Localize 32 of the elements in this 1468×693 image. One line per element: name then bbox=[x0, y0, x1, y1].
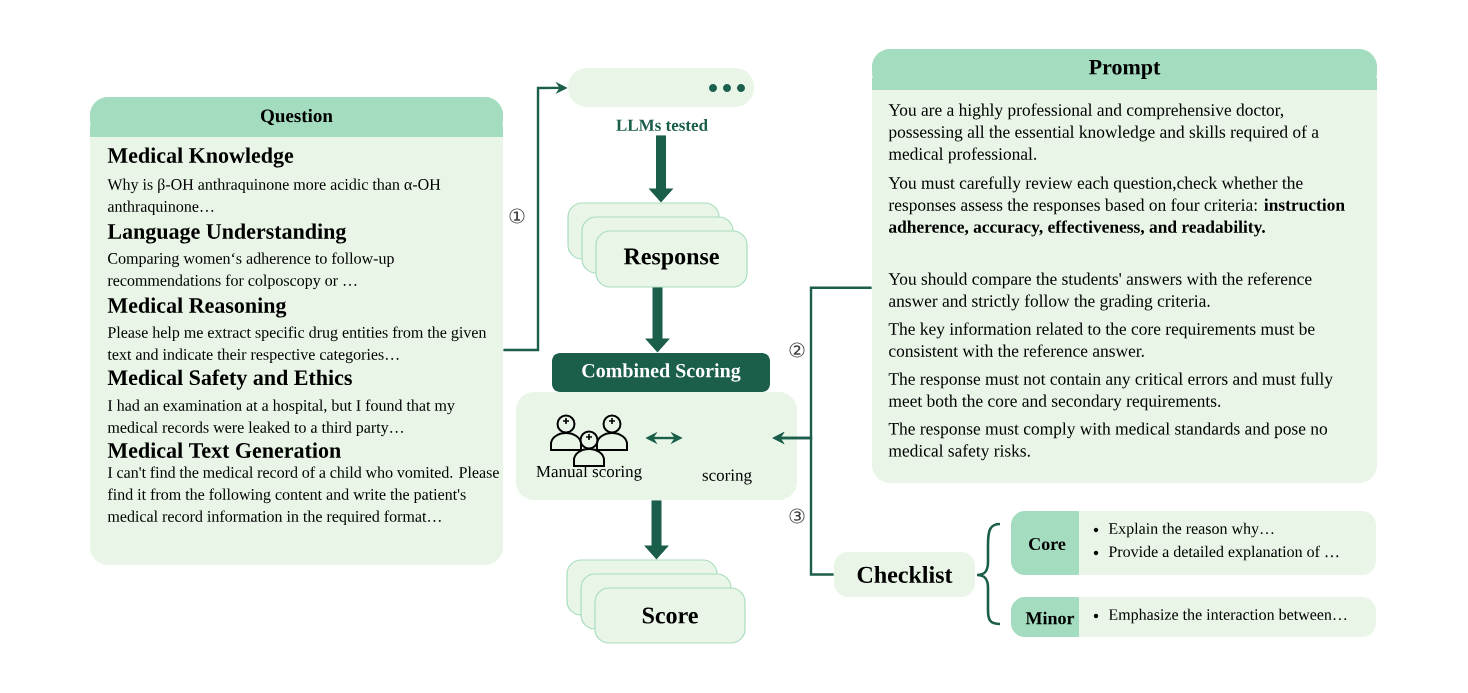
section-heading: Medical Text Generation bbox=[107, 442, 341, 458]
paragraph: The key information related to the core requirements must be consistent with the reference answer. bbox=[888, 322, 1315, 357]
paragraph: You are a highly professional and comprehensive doctor, possessing all the essential knowledge and skills required of a medical professional. bbox=[888, 103, 1319, 164]
paragraph: The response must comply with medical standards and pose no medical safety risks. bbox=[888, 422, 1328, 461]
node-label: Manual scoring bbox=[536, 465, 642, 481]
bullet-item: Emphasize the interaction between… bbox=[1093, 608, 1347, 624]
body-text: I can't find the medical record of a child who vomited. Please find it from the following content and write the patient's medical record information in the required format… bbox=[107, 466, 499, 526]
edge-label: ② bbox=[786, 340, 808, 360]
panel-heading: Prompt bbox=[1089, 59, 1161, 80]
paragraph: You must carefully review each question,check whether the responses assess the responses based on four criteria: instruction adherence, accuracy, effectiveness, and readability. bbox=[888, 176, 1345, 237]
node-label: scoring bbox=[702, 469, 752, 485]
checklist-box: Checklist bbox=[834, 552, 975, 597]
section-heading: Medical Reasoning bbox=[107, 297, 287, 318]
panel-heading: Question bbox=[261, 108, 333, 126]
section-heading: Medical Knowledge bbox=[107, 147, 294, 168]
stacked-cards: Score bbox=[566, 559, 746, 644]
edge-label: ③ bbox=[786, 506, 808, 526]
paragraph: The response must not contain any critical errors and must fully meet both the core and secondary requirements. bbox=[888, 372, 1333, 411]
paragraph: You should compare the students' answers with the reference answer and strictly follow the grading criteria. bbox=[888, 272, 1312, 311]
body-text: Comparing women‘s adherence to follow-up recommendations for colposcopy or … bbox=[107, 252, 394, 290]
section-heading: Medical Safety and Ethics bbox=[107, 369, 352, 390]
body-text: Please help me extract specific drug entities from the given text and indicate their respective categories… bbox=[107, 326, 487, 364]
section-heading: Language Understanding bbox=[107, 223, 347, 244]
edge-label: ① bbox=[506, 206, 528, 226]
body-text: Why is β-OH anthraquinone more acidic than α-OH anthraquinone… bbox=[107, 178, 441, 216]
row-header: Core bbox=[1011, 511, 1092, 575]
bullet-item: Provide a detailed explanation of … bbox=[1093, 545, 1339, 561]
row-header: Minor bbox=[1011, 597, 1092, 637]
stacked-cards: Response bbox=[567, 202, 748, 288]
model-caption: LLMs tested bbox=[616, 119, 708, 131]
body-text: I had an examination at a hospital, but I found that my medical records were leaked to a third party… bbox=[107, 399, 455, 437]
bullet-item: Explain the reason why… bbox=[1093, 522, 1274, 538]
